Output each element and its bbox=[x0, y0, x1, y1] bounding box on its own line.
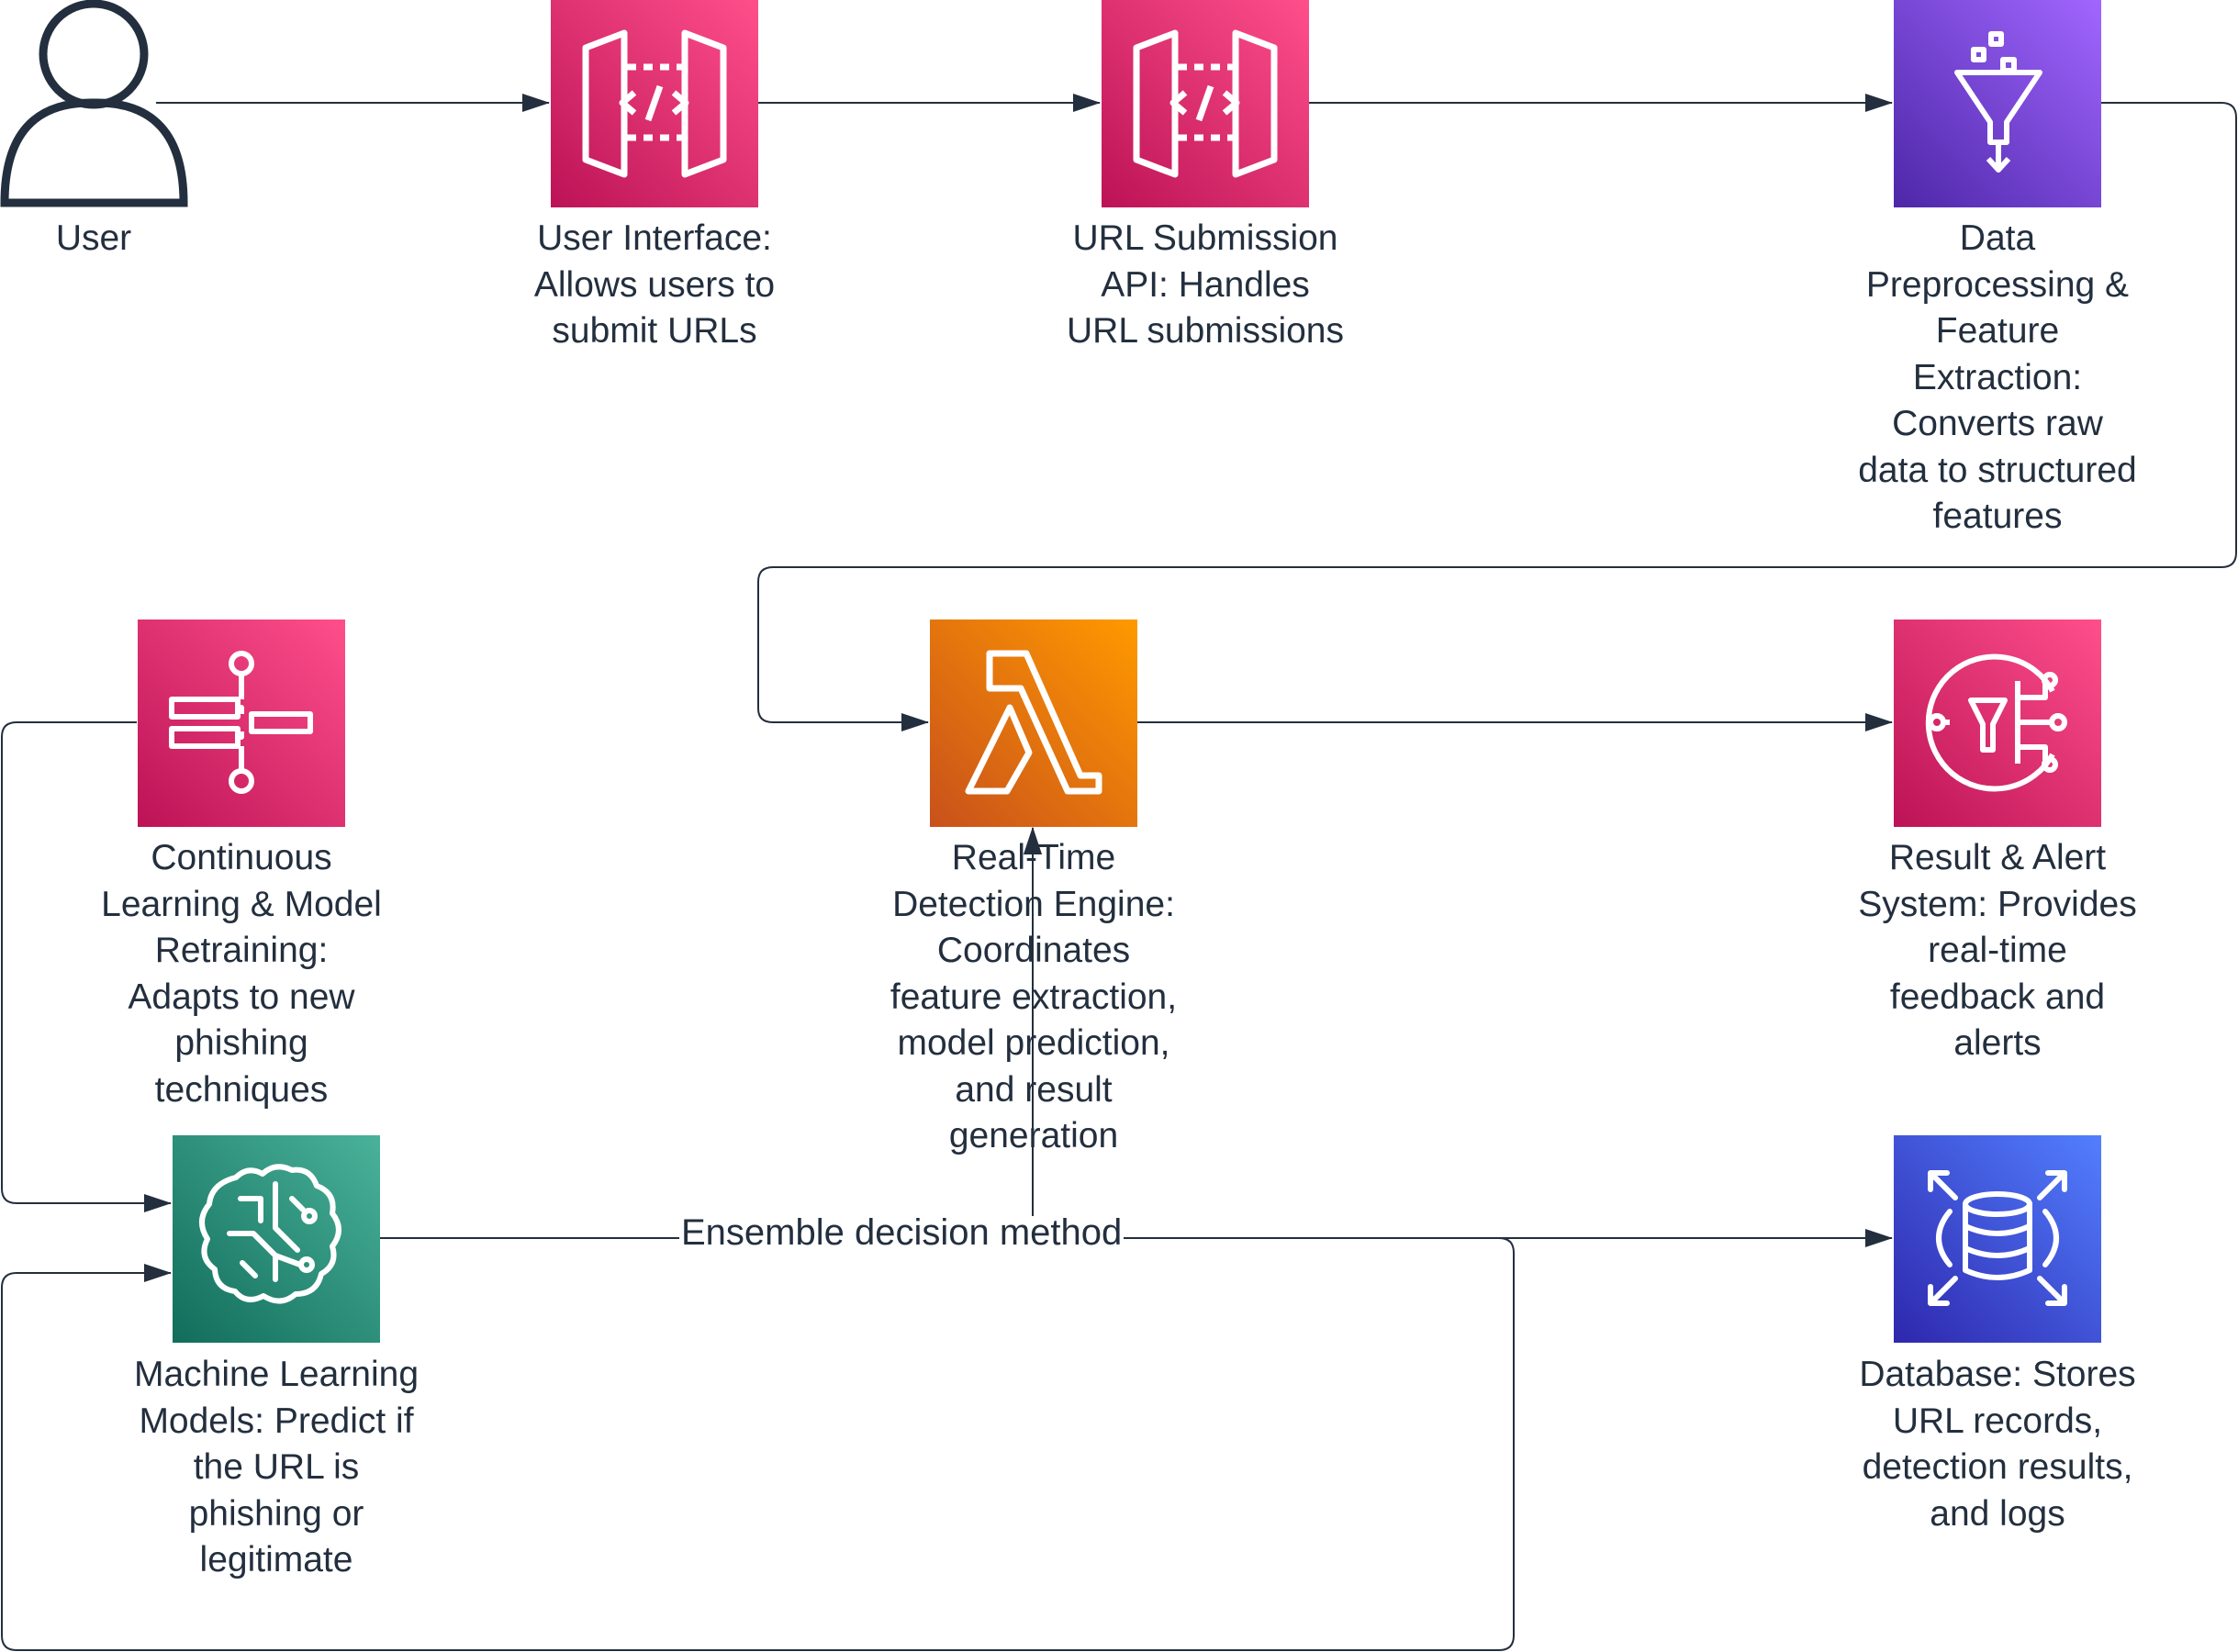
database-icon bbox=[1928, 1170, 2067, 1306]
ml-label: Machine Learning Models: Predict if the … bbox=[133, 1355, 420, 1579]
db-node bbox=[1894, 1135, 2101, 1343]
api-gateway-icon bbox=[582, 29, 727, 178]
sagemaker-brain-icon bbox=[199, 1164, 341, 1304]
edge-ml-loop bbox=[1, 1237, 1515, 1651]
edge-label-ensemble: Ensemble decision method bbox=[679, 1211, 1125, 1254]
ui-label: User Interface: Allows users to submit U… bbox=[533, 218, 776, 351]
step-functions-icon bbox=[169, 651, 313, 794]
glue-funnel-icon bbox=[1954, 31, 2042, 173]
retrain-label: Continuous Learning & Model Retraining: … bbox=[101, 838, 382, 1110]
user-icon bbox=[0, 0, 188, 207]
engine-label: Real-Time Detection Engine: Coordinates … bbox=[890, 838, 1178, 1155]
api-label: URL Submission API: Handles URL submissi… bbox=[1067, 218, 1344, 351]
lambda-icon bbox=[965, 650, 1102, 795]
event-filter-icon bbox=[1925, 653, 2067, 792]
preprocess-node bbox=[1894, 0, 2101, 207]
user-label: User bbox=[55, 218, 132, 258]
edge-retrain-ml bbox=[1, 721, 172, 1212]
db-label: Database: Stores URL records, detection … bbox=[1859, 1355, 2136, 1534]
api-gateway-icon bbox=[1133, 29, 1278, 178]
preprocess-label: Data Preprocessing & Feature Extraction:… bbox=[1858, 218, 2137, 536]
alert-label: Result & Alert System: Provides real-tim… bbox=[1858, 838, 2137, 1063]
api-node bbox=[1102, 0, 1309, 207]
engine-node bbox=[930, 620, 1137, 827]
alert-node bbox=[1894, 620, 2101, 827]
edge-preprocess-engine bbox=[757, 102, 2237, 731]
retrain-node bbox=[138, 620, 345, 827]
ui-node bbox=[551, 0, 758, 207]
ml-node bbox=[173, 1135, 380, 1343]
